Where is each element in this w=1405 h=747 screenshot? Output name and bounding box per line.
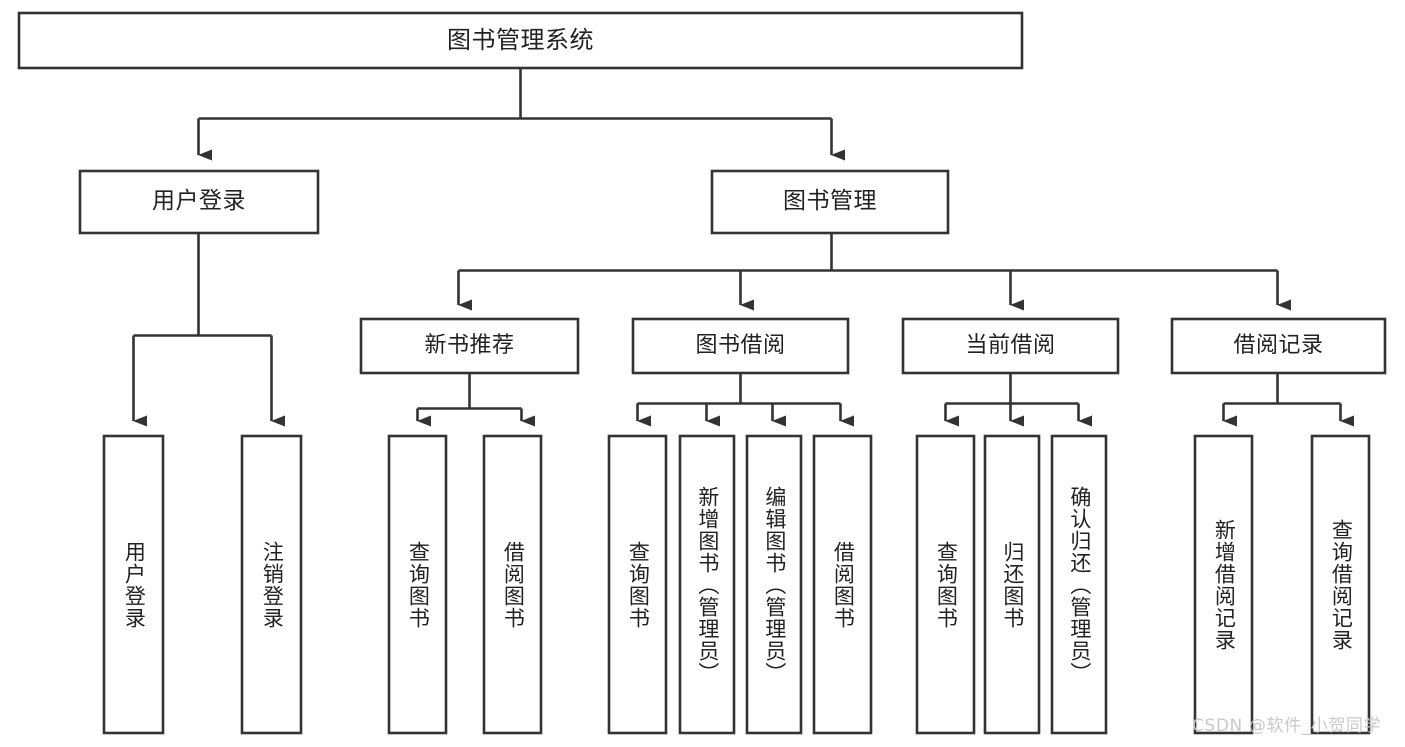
leaf-box-current-borrow-1[interactable] xyxy=(983,434,1041,735)
leaf-box-new-book-1[interactable] xyxy=(482,434,543,735)
leaf-box-book-borrow-0[interactable] xyxy=(607,434,668,735)
node-box-new-book-recommend[interactable] xyxy=(359,317,580,375)
leaf-box-current-borrow-2[interactable] xyxy=(1050,434,1108,735)
leaf-box-user-login-1[interactable] xyxy=(240,434,303,735)
leaf-box-user-login-0[interactable] xyxy=(102,434,165,735)
leaf-box-borrow-record-0[interactable] xyxy=(1193,434,1254,735)
leaf-box-book-borrow-2[interactable] xyxy=(745,434,803,735)
leaf-box-current-borrow-0[interactable] xyxy=(915,434,976,735)
leaf-box-new-book-0[interactable] xyxy=(387,434,448,735)
node-box-user-login[interactable] xyxy=(78,169,320,235)
leaf-box-borrow-record-1[interactable] xyxy=(1310,434,1371,735)
node-box-current-borrow[interactable] xyxy=(901,317,1120,375)
node-box-book-manage[interactable] xyxy=(710,169,950,235)
node-box-borrow-record[interactable] xyxy=(1170,317,1387,375)
node-box-root[interactable] xyxy=(17,11,1024,70)
leaf-box-book-borrow-1[interactable] xyxy=(678,434,736,735)
leaf-box-book-borrow-3[interactable] xyxy=(812,434,873,735)
node-box-book-borrow[interactable] xyxy=(631,317,850,375)
